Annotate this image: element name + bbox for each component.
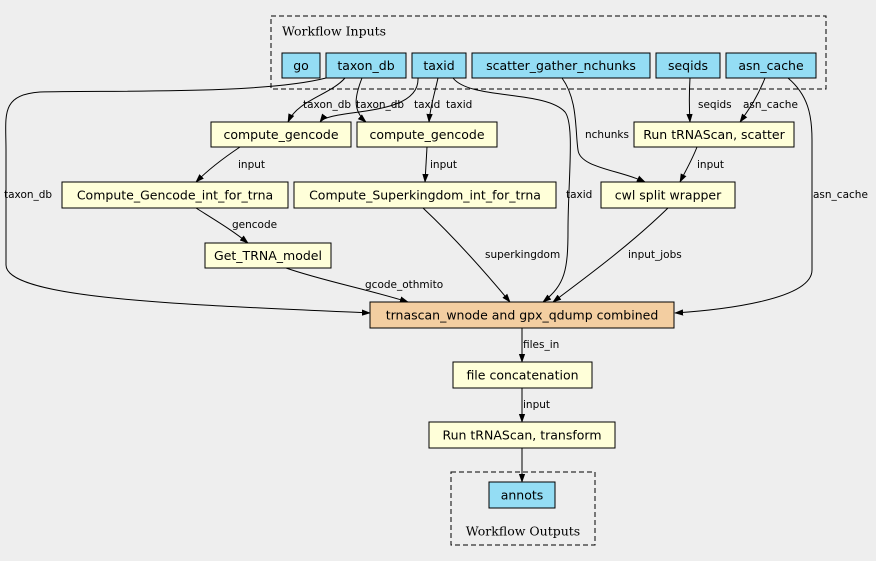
edge-label: taxon_db [4, 189, 52, 201]
step-run-trnascan-scatter-label: Run tRNAScan, scatter [643, 127, 785, 142]
step-compute-gencode-1[interactable]: compute_gencode [210, 121, 352, 148]
step-file-concatenation[interactable]: file concatenation [452, 361, 593, 389]
edge-compute-gencode-2-to-superkingdom-int: input [422, 146, 457, 183]
step-trnascan-combined-label: trnascan_wnode and gpx_qdump combined [386, 308, 659, 323]
output-annots-label: annots [501, 488, 544, 503]
edge-gencode-int-to-trna-model: gencode [195, 207, 277, 244]
workflow-inputs-title: Workflow Inputs [282, 24, 386, 39]
edge-label: input [697, 159, 724, 171]
edge-scatter-to-cwl-split-wrapper: input [679, 146, 724, 183]
edge-label: input [238, 159, 265, 171]
edge-asn-cache-to-run-trnascan-scatter: asn_cache [739, 77, 798, 123]
input-taxon-db[interactable]: taxon_db [325, 52, 407, 79]
edge-asn-cache-to-combined: asn_cache [674, 77, 868, 316]
edge-label: gencode [232, 219, 277, 231]
workflow-outputs-cluster: Workflow Outputs [450, 471, 596, 546]
edge-label: taxid [414, 99, 440, 111]
workflow-outputs-title: Workflow Outputs [466, 524, 580, 539]
edge-label: gcode_othmito [365, 279, 443, 291]
input-scatter-gather-nchunks[interactable]: scatter_gather_nchunks [471, 52, 651, 79]
edge-compute-gencode-1-to-gencode-int: input [195, 146, 265, 183]
input-asn-cache[interactable]: asn_cache [725, 52, 817, 79]
input-seqids[interactable]: seqids [655, 52, 721, 79]
input-go[interactable]: go [281, 52, 321, 79]
step-compute-gencode-1-label: compute_gencode [223, 127, 338, 142]
workflow-inputs-cluster: Workflow Inputs [270, 15, 827, 90]
edge-taxon-db-to-combined: taxon_db [4, 77, 371, 316]
step-compute-superkingdom-int-label: Compute_Superkingdom_int_for_trna [309, 188, 541, 203]
edge-taxon-db-to-compute-gencode-2: taxon_db [355, 77, 404, 123]
input-go-label: go [293, 58, 309, 73]
step-file-concatenation-label: file concatenation [466, 368, 578, 383]
edge-cwl-split-wrapper-to-combined: input_jobs [552, 207, 682, 303]
input-taxid[interactable]: taxid [411, 52, 467, 79]
step-cwl-split-wrapper[interactable]: cwl split wrapper [600, 181, 736, 209]
edge-label: taxid [566, 189, 592, 201]
step-compute-gencode-int-for-trna[interactable]: Compute_Gencode_int_for_trna [61, 181, 289, 209]
edge-label: input [430, 159, 457, 171]
edge-label: taxon_db [356, 99, 404, 111]
step-cwl-split-wrapper-label: cwl split wrapper [615, 188, 722, 203]
edge-label: asn_cache [743, 99, 798, 111]
edge-label: input [523, 399, 550, 411]
output-annots[interactable]: annots [488, 481, 556, 509]
edge-seqids-to-run-trnascan-scatter: seqids [686, 77, 732, 123]
edge-label: superkingdom [485, 249, 560, 261]
edge-nchunks-to-cwl-split-wrapper: nchunks [561, 77, 646, 183]
edge-label: input_jobs [628, 249, 682, 261]
edge-taxid-to-combined: taxid [452, 77, 592, 303]
input-scatter-gather-nchunks-label: scatter_gather_nchunks [486, 58, 636, 73]
edge-label: asn_cache [813, 189, 868, 201]
input-asn-cache-label: asn_cache [738, 58, 804, 73]
input-seqids-label: seqids [668, 58, 708, 73]
edge-label: files_in [523, 339, 559, 351]
edge-trna-model-to-combined: gcode_othmito [285, 267, 443, 303]
step-compute-gencode-2-label: compute_gencode [369, 127, 484, 142]
edge-label: nchunks [585, 129, 629, 141]
step-trnascan-combined[interactable]: trnascan_wnode and gpx_qdump combined [369, 301, 675, 329]
step-get-trna-model-label: Get_TRNA_model [214, 248, 322, 263]
edge-taxid-to-compute-gencode-2: taxid [426, 77, 472, 123]
input-taxid-label: taxid [423, 58, 454, 73]
step-compute-gencode-int-label: Compute_Gencode_int_for_trna [77, 188, 273, 203]
edge-label: taxon_db [303, 99, 351, 111]
edge-combined-to-file-concatenation: files_in [518, 328, 559, 363]
input-taxon-db-label: taxon_db [337, 58, 394, 73]
edge-label: taxid [446, 99, 472, 111]
step-compute-superkingdom-int-for-trna[interactable]: Compute_Superkingdom_int_for_trna [293, 181, 557, 209]
edge-taxon-db-to-compute-gencode-1: taxon_db [287, 77, 351, 123]
step-run-trnascan-scatter[interactable]: Run tRNAScan, scatter [633, 121, 795, 148]
step-get-trna-model[interactable]: Get_TRNA_model [204, 242, 332, 269]
edge-label: seqids [698, 99, 732, 111]
edge-taxid-to-compute-gencode-1: taxid [319, 77, 440, 123]
step-run-trnascan-transform-label: Run tRNAScan, transform [442, 428, 601, 443]
step-run-trnascan-transform[interactable]: Run tRNAScan, transform [428, 421, 616, 449]
edge-superkingdom-int-to-combined: superkingdom [422, 207, 560, 303]
step-compute-gencode-2[interactable]: compute_gencode [356, 121, 498, 148]
edge-file-concatenation-to-transform: input [518, 388, 550, 423]
